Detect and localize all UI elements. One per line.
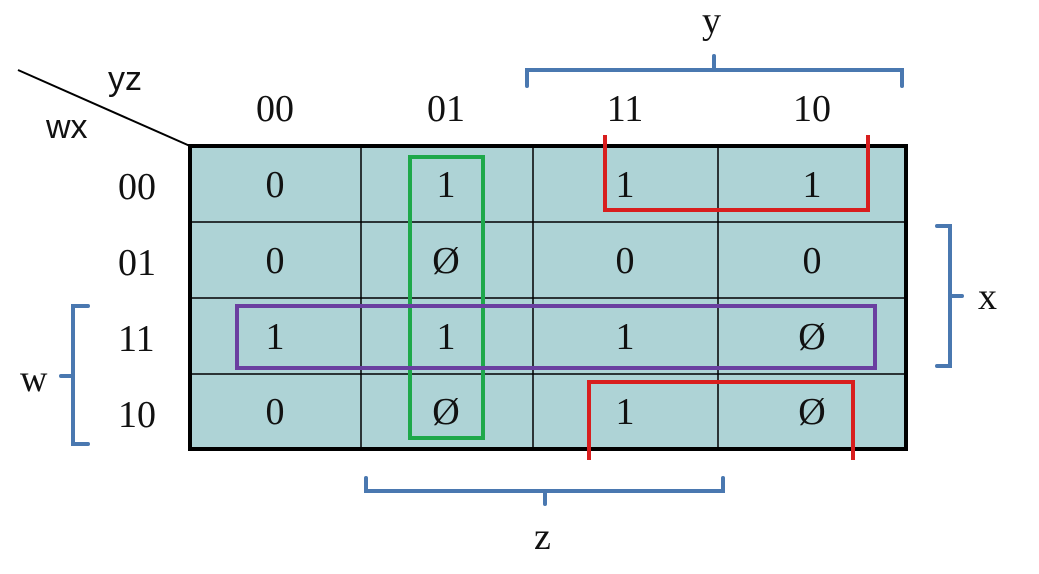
bracket-z	[364, 476, 725, 506]
kmap-border	[188, 144, 908, 451]
corner-row-vars: wx	[46, 108, 88, 146]
corner-col-vars: yz	[108, 60, 142, 98]
bracket-label-y: y	[702, 0, 721, 42]
cell-r3-c0: 0	[265, 391, 285, 433]
bracket-label-w: w	[20, 358, 48, 400]
row-header-0: 00	[118, 166, 156, 208]
cell-r3-c1: Ø	[432, 391, 460, 433]
bracket-y	[525, 54, 904, 88]
bracket-x	[935, 224, 964, 368]
group-green-column	[408, 155, 485, 440]
cell-r2-c1: 1	[436, 316, 456, 358]
group-red-bottom	[587, 380, 855, 460]
cell-r2-c2: 1	[615, 316, 635, 358]
col-header-0: 00	[256, 88, 294, 130]
corner-diagonal	[17, 69, 191, 147]
cell-r3-c3: Ø	[798, 391, 826, 433]
bracket-label-x: x	[978, 276, 997, 318]
bracket-label-z: z	[534, 516, 551, 558]
cell-r1-c1: Ø	[432, 240, 460, 282]
group-red-top	[603, 135, 870, 212]
col-header-1: 01	[427, 88, 465, 130]
cell-r0-c0: 0	[265, 164, 285, 206]
cell-r0-c3: 1	[802, 164, 822, 206]
kmap-grid-lines	[190, 146, 906, 449]
bracket-w	[59, 304, 90, 446]
row-header-2: 11	[118, 318, 155, 360]
cell-r2-c0: 1	[265, 316, 285, 358]
row-header-1: 01	[118, 242, 156, 284]
cell-r1-c3: 0	[802, 240, 822, 282]
col-header-2: 11	[606, 88, 644, 130]
group-purple-row	[235, 304, 877, 370]
cell-r2-c3: Ø	[798, 316, 826, 358]
cell-r1-c0: 0	[265, 240, 285, 282]
col-header-3: 10	[793, 88, 831, 130]
row-header-3: 10	[118, 394, 156, 436]
cell-r1-c2: 0	[615, 240, 635, 282]
cell-r0-c1: 1	[436, 164, 456, 206]
cell-r3-c2: 1	[615, 391, 635, 433]
cell-r0-c2: 1	[615, 164, 635, 206]
